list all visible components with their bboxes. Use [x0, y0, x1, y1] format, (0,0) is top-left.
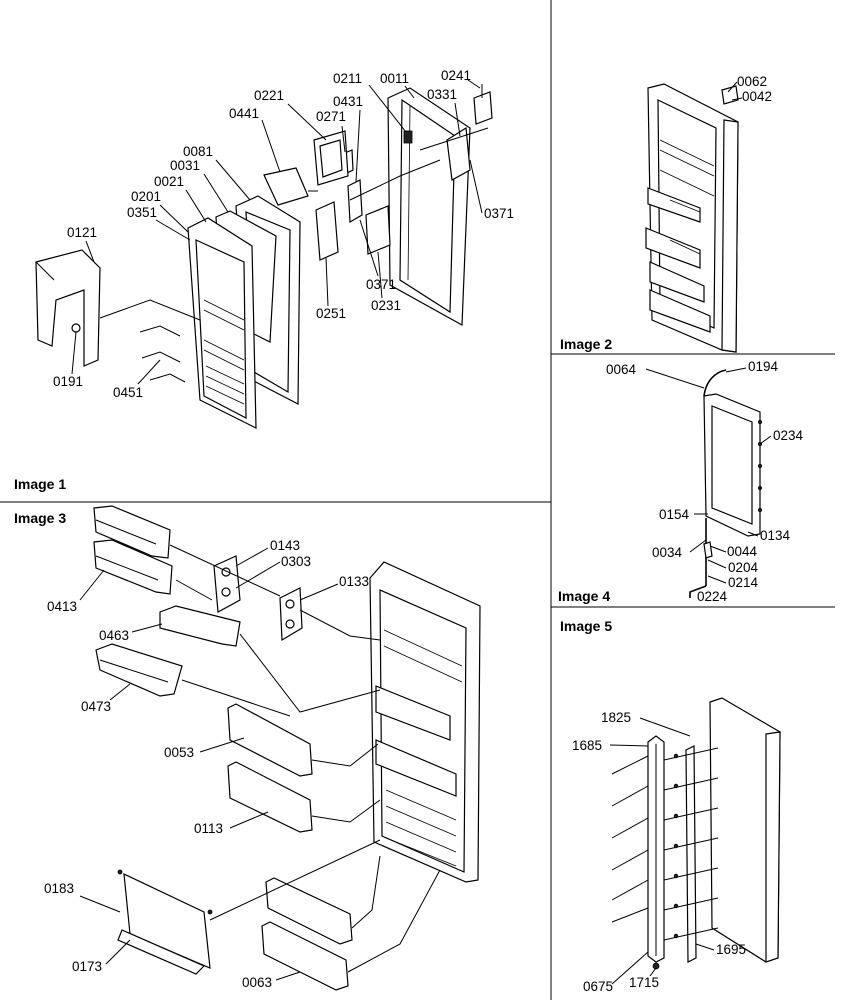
dispenser-cover-0121 [35, 249, 101, 367]
image-4-drawing [689, 369, 763, 598]
callout-0221: 0221 [254, 88, 284, 103]
hinge-bracket [473, 84, 493, 125]
image-1-drawing [35, 84, 493, 429]
frame-screws [758, 419, 763, 512]
callout-0204: 0204 [728, 560, 759, 575]
callout-1695: 1695 [716, 942, 746, 957]
callout-0064: 0064 [606, 362, 637, 377]
bin-0053 [227, 703, 313, 777]
image-5-callouts: 1825 1685 1695 0675 1715 [572, 710, 746, 994]
image-4-callouts: 0064 0194 0234 0154 0134 0034 0044 0204 … [606, 359, 804, 604]
panel-title-image-3: Image 3 [14, 510, 66, 526]
callout-0154: 0154 [659, 507, 690, 522]
callout-0063: 0063 [242, 975, 272, 990]
callout-0183: 0183 [44, 881, 74, 896]
callout-0331: 0331 [427, 87, 457, 102]
callout-0201: 0201 [131, 189, 161, 204]
inner-door-liner [187, 217, 257, 429]
callout-0214: 0214 [728, 575, 759, 590]
motor-0441 [263, 167, 309, 206]
hinge-0062 [721, 85, 739, 105]
callout-0191: 0191 [53, 374, 83, 389]
knob-0191 [71, 323, 81, 333]
bracket-0431 [347, 179, 363, 224]
callout-1685: 1685 [572, 738, 602, 753]
crisper-base-0173 [117, 929, 206, 975]
callout-0371-right: 0371 [484, 206, 514, 221]
callout-0431: 0431 [333, 94, 363, 109]
cap-1715 [652, 962, 660, 970]
tray-0473 [95, 643, 183, 697]
hinge-0224 [689, 585, 707, 598]
callout-0234: 0234 [773, 428, 804, 443]
bin-0063-upper [265, 877, 353, 945]
callout-0031: 0031 [170, 158, 200, 173]
callout-0224: 0224 [697, 589, 728, 604]
box-0251 [315, 201, 339, 261]
bin-0413-upper [93, 505, 171, 559]
bracket-0133 [279, 587, 303, 642]
callout-0133: 0133 [339, 574, 369, 589]
callout-0441: 0441 [229, 106, 259, 121]
callout-0173: 0173 [72, 959, 102, 974]
callout-0303: 0303 [281, 554, 311, 569]
callout-0251: 0251 [316, 306, 346, 321]
callout-0463: 0463 [99, 628, 129, 643]
bin-0413-lower [93, 539, 173, 595]
tube-0064 [703, 369, 727, 397]
image-3-callouts: 0143 0303 0133 0413 0463 0473 0053 0113 … [44, 538, 369, 990]
callout-0062: 0062 [737, 74, 767, 89]
callout-0211: 0211 [333, 71, 362, 86]
callout-0021: 0021 [154, 174, 184, 189]
callout-0134: 0134 [760, 528, 791, 543]
screw-0211 [403, 130, 413, 144]
panel-title-image-5: Image 5 [560, 618, 612, 634]
door-3-body [369, 561, 481, 883]
image-2-drawing [645, 83, 739, 353]
callout-0113: 0113 [194, 821, 223, 836]
shelf-0463 [159, 605, 241, 647]
panel-title-image-2: Image 2 [560, 336, 612, 352]
bracket-0143 [213, 555, 241, 613]
crisper-cover-0183 [123, 873, 211, 969]
shelf-lines [663, 747, 719, 941]
panel-title-image-4: Image 4 [558, 588, 610, 604]
box-0231 [365, 205, 391, 255]
callout-1825: 1825 [601, 710, 631, 725]
image-3-drawing [93, 505, 481, 991]
callout-0231: 0231 [371, 298, 401, 313]
callout-0081: 0081 [183, 144, 213, 159]
image-5-drawing [611, 697, 781, 970]
clips-0451 [139, 325, 186, 383]
leader-fan [611, 755, 649, 923]
callout-0121: 0121 [67, 225, 97, 240]
callout-0241: 0241 [441, 68, 471, 83]
callout-0042: 0042 [742, 89, 772, 104]
callout-0011: 0011 [380, 71, 409, 86]
callout-0413: 0413 [47, 599, 77, 614]
callout-0143: 0143 [270, 538, 300, 553]
image-2-callouts: 0062 0042 [727, 74, 772, 104]
callout-0194: 0194 [748, 359, 779, 374]
bin-0113 [227, 761, 313, 833]
bin-0063-lower [261, 921, 349, 991]
image-1-callouts: 0241 0011 0211 0331 0431 0271 0221 0441 … [53, 68, 514, 400]
callout-0351: 0351 [127, 205, 157, 220]
callout-0473: 0473 [81, 699, 111, 714]
callout-0271: 0271 [316, 109, 346, 124]
callout-1715: 1715 [629, 975, 659, 990]
callout-0675: 0675 [583, 979, 613, 994]
callout-0044: 0044 [727, 544, 758, 559]
panel-title-image-1: Image 1 [14, 476, 66, 492]
callout-0034: 0034 [652, 545, 683, 560]
trim-screws [673, 753, 679, 939]
callout-0053: 0053 [164, 745, 194, 760]
trim-1695 [685, 745, 697, 963]
callout-0451: 0451 [113, 385, 143, 400]
